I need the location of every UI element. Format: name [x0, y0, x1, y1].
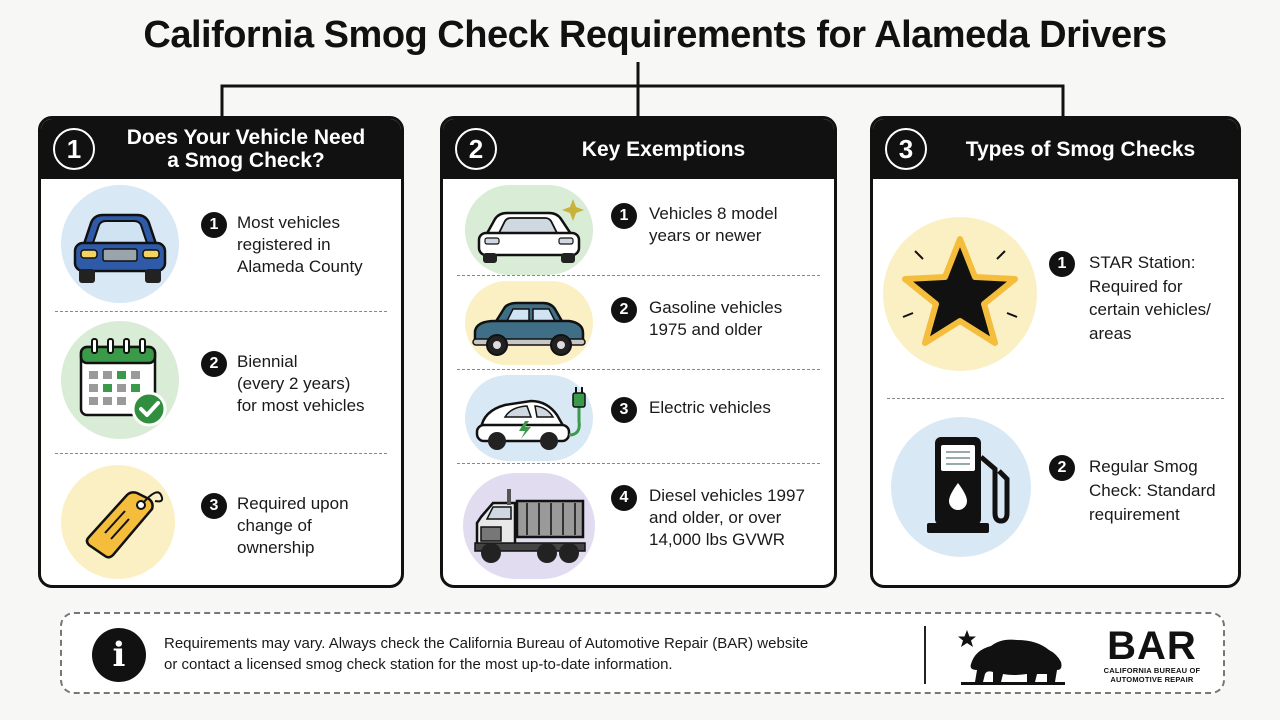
classic-car-icon	[465, 281, 593, 365]
item-number-badge: 2	[611, 297, 637, 323]
item-number-badge: 2	[201, 351, 227, 377]
calendar-check-icon	[61, 321, 179, 439]
page-title: California Smog Check Requirements for A…	[143, 14, 1167, 56]
item-number-badge: 2	[1049, 455, 1075, 481]
star-icon	[883, 217, 1037, 371]
panel-header: 2 Key Exemptions	[443, 119, 834, 179]
bar-logo-word: BAR	[1107, 624, 1197, 668]
panel-header: 3 Types of Smog Checks	[873, 119, 1238, 179]
item-number-badge: 3	[201, 493, 227, 519]
new-car-icon	[465, 185, 593, 275]
gas-pump-icon	[891, 417, 1031, 557]
tag-icon	[61, 465, 175, 579]
bar-logo-subtitle: CALIFORNIA BUREAU OF	[1103, 666, 1201, 675]
item-text: Diesel vehicles 1997 and older, or over …	[649, 486, 805, 549]
bar-logo: BAR CALIFORNIA BUREAU OF AUTOMOTIVE REPA…	[1102, 626, 1202, 684]
panel-smog-check-types: 3 Types of Smog Checks 1 STAR Station: R…	[870, 116, 1241, 588]
bar-logo-subtitle: AUTOMOTIVE REPAIR	[1110, 675, 1194, 684]
footer-note: Requirements may vary. Always check the …	[164, 635, 809, 673]
item-text: Most vehicles registered in Alameda Coun…	[237, 213, 363, 276]
panel-number: 2	[455, 128, 497, 170]
diesel-truck-icon	[463, 473, 595, 579]
row-divider	[55, 311, 387, 312]
item-text: Biennial (every 2 years) for most vehicl…	[237, 352, 365, 415]
footer-separator	[924, 626, 926, 684]
car-front-icon	[61, 185, 179, 303]
item-number-badge: 1	[201, 212, 227, 238]
electric-car-icon	[465, 375, 593, 461]
row-divider	[457, 369, 820, 370]
panel-title: Key Exemptions	[581, 137, 746, 161]
panel-vehicle-need: 1 Does Your Vehicle Need a Smog Check? 1…	[38, 116, 404, 588]
row-divider	[55, 453, 387, 454]
panel-number: 1	[53, 128, 95, 170]
info-footer: i Requirements may vary. Always check th…	[60, 612, 1225, 694]
item-number-badge: 1	[1049, 251, 1075, 277]
item-text: Electric vehicles	[649, 398, 771, 417]
row-divider	[457, 275, 820, 276]
panel-title: Types of Smog Checks	[965, 137, 1196, 161]
panel-header: 1 Does Your Vehicle Need a Smog Check?	[41, 119, 401, 179]
item-text: STAR Station: Required for certain vehic…	[1089, 253, 1211, 343]
california-bear-icon	[958, 630, 1065, 685]
panel-title: Does Your Vehicle Need a Smog Check?	[126, 126, 366, 172]
row-divider	[887, 398, 1224, 399]
item-text: Required upon change of ownership	[237, 494, 349, 557]
connector-lines	[220, 62, 1065, 118]
panel-key-exemptions: 2 Key Exemptions 1 Vehicles 8 model year…	[440, 116, 837, 588]
info-icon: i	[92, 628, 146, 682]
row-divider	[457, 463, 820, 464]
item-text: Gasoline vehicles 1975 and older	[649, 298, 783, 339]
item-number-badge: 3	[611, 397, 637, 423]
item-text: Vehicles 8 model years or newer	[649, 204, 778, 245]
item-number-badge: 4	[611, 485, 637, 511]
panel-number: 3	[885, 128, 927, 170]
item-text: Regular Smog Check: Standard requirement	[1089, 457, 1216, 524]
item-number-badge: 1	[611, 203, 637, 229]
